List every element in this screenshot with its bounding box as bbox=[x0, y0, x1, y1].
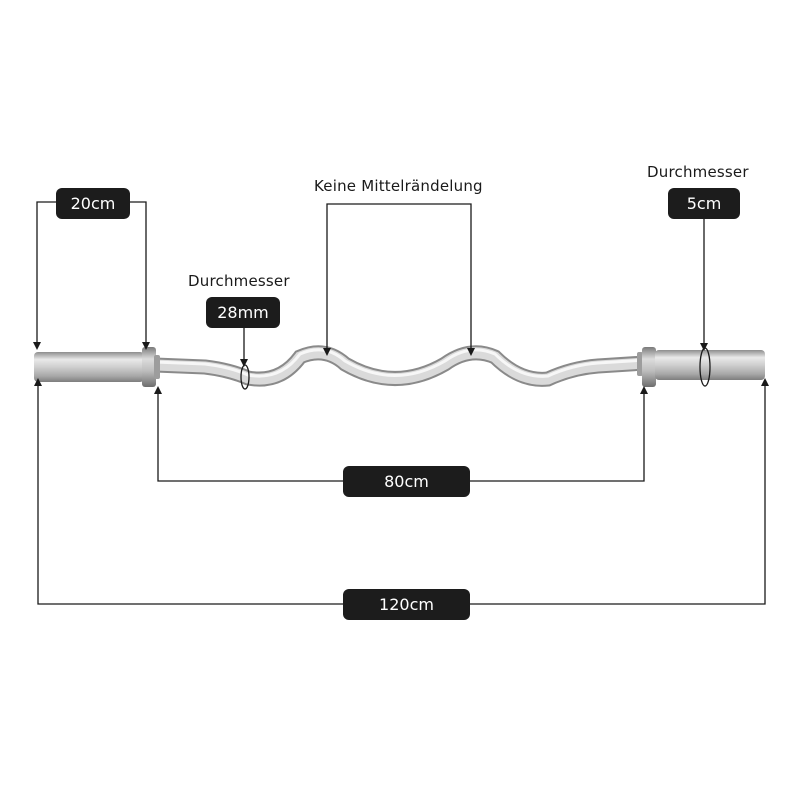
barbell bbox=[34, 345, 765, 390]
grip-diameter-pill: 28mm bbox=[206, 297, 280, 328]
left-collar bbox=[142, 347, 156, 387]
dimension-lines bbox=[33, 201, 769, 605]
sleeve-diameter-label: Durchmesser bbox=[647, 163, 749, 181]
sleeve-length-pill: 20cm bbox=[56, 188, 130, 219]
right-collar bbox=[642, 347, 656, 387]
left-sleeve bbox=[34, 352, 144, 382]
sleeve-diameter-pill: 5cm bbox=[668, 188, 740, 219]
left-collar-ring bbox=[154, 355, 160, 379]
knurl-bracket bbox=[323, 203, 475, 356]
right-collar-ring bbox=[637, 352, 643, 376]
inner-length-pill: 80cm bbox=[343, 466, 470, 497]
curl-shaft-highlight bbox=[153, 348, 647, 378]
no-center-knurl-label: Keine Mittelrändelung bbox=[314, 177, 483, 195]
grip-diameter-label: Durchmesser bbox=[188, 272, 290, 290]
sleeve-length-bracket bbox=[33, 201, 150, 350]
total-length-pill: 120cm bbox=[343, 589, 470, 620]
